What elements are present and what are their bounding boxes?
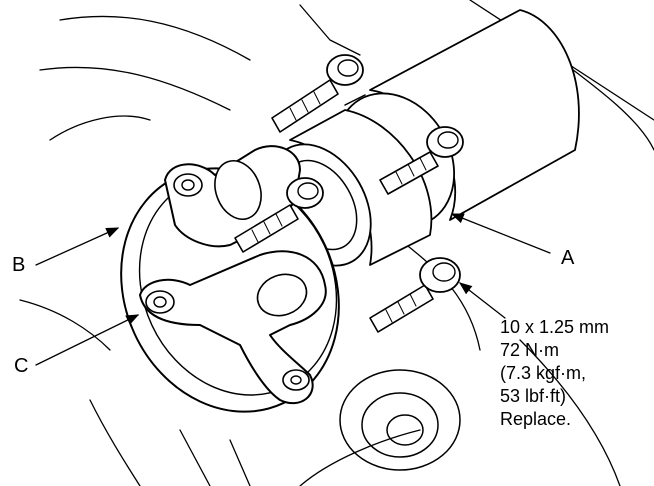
bolt-top-left [271, 54, 364, 133]
spec-torque-kgfm: (7.3 kgf·m, [500, 363, 586, 383]
spec-size: 10 x 1.25 mm [500, 317, 609, 337]
callout-c: C [14, 355, 28, 377]
leader-lines [35, 213, 551, 366]
leader-c [35, 314, 140, 366]
caliper-bracket [139, 250, 327, 405]
torque-spec: 10 x 1.25 mm 72 N·m (7.3 kgf·m, 53 lbf·f… [500, 317, 609, 429]
spec-torque-nm: 72 N·m [500, 340, 559, 360]
leader-b [35, 227, 120, 266]
callout-a: A [561, 247, 575, 269]
bolt-replace [369, 257, 461, 333]
spec-torque-lbfft: 53 lbf·ft) [500, 386, 566, 406]
bolt-middle [234, 177, 324, 253]
spec-replace-note: Replace. [500, 409, 571, 429]
bolt-top-right [379, 126, 464, 195]
leader-bolt [458, 282, 506, 319]
callout-b: B [12, 254, 25, 276]
leader-a [450, 213, 551, 254]
lower-bushing [339, 369, 461, 471]
